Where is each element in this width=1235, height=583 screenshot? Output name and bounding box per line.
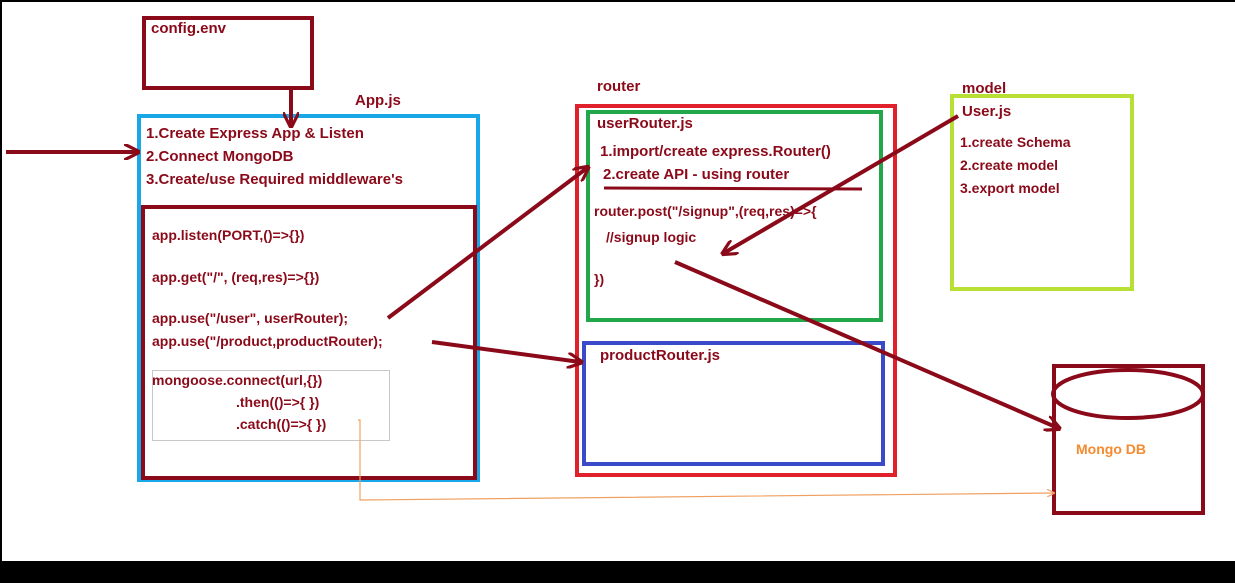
app-step-3: 3.Create/use Required middleware's [146, 171, 403, 188]
model-step-2: 2.create model [960, 157, 1059, 173]
mongoose-connect-box [152, 370, 390, 441]
signup-route-close: }) [594, 271, 605, 287]
user-router-step-2: 2.create API - using router [603, 166, 790, 183]
mongoose-connect-code: mongoose.connect(url,{}) [152, 372, 323, 388]
model-step-1: 1.create Schema [960, 134, 1071, 150]
model-title: model [962, 80, 1007, 97]
config-env-box [142, 16, 314, 90]
app-get-code: app.get("/", (req,res)=>{}) [152, 269, 320, 285]
signup-logic-comment: //signup logic [606, 229, 697, 245]
app-use-product-code: app.use("/product,productRouter); [152, 333, 383, 349]
mongoose-then-code: .then(()=>{ }) [236, 394, 320, 410]
mongoose-catch-code: .catch(()=>{ }) [236, 416, 327, 432]
mongodb-box [1052, 364, 1205, 515]
signup-route-code: router.post("/signup",(req,res)=>{ [594, 203, 817, 219]
router-title: router [597, 78, 641, 95]
app-title: App.js [355, 92, 401, 109]
app-step-2: 2.Connect MongoDB [146, 148, 294, 165]
user-router-step-1: 1.import/create express.Router() [600, 143, 831, 160]
config-env-label: config.env [151, 20, 227, 37]
app-step-1: 1.Create Express App & Listen [146, 125, 364, 142]
product-router-title: productRouter.js [600, 347, 721, 364]
mongodb-label: Mongo DB [1076, 441, 1146, 457]
app-listen-code: app.listen(PORT,()=>{}) [152, 227, 305, 243]
app-use-user-code: app.use("/user", userRouter); [152, 310, 349, 326]
user-router-title: userRouter.js [597, 115, 693, 132]
model-file: User.js [962, 103, 1012, 120]
model-step-3: 3.export model [960, 180, 1060, 196]
